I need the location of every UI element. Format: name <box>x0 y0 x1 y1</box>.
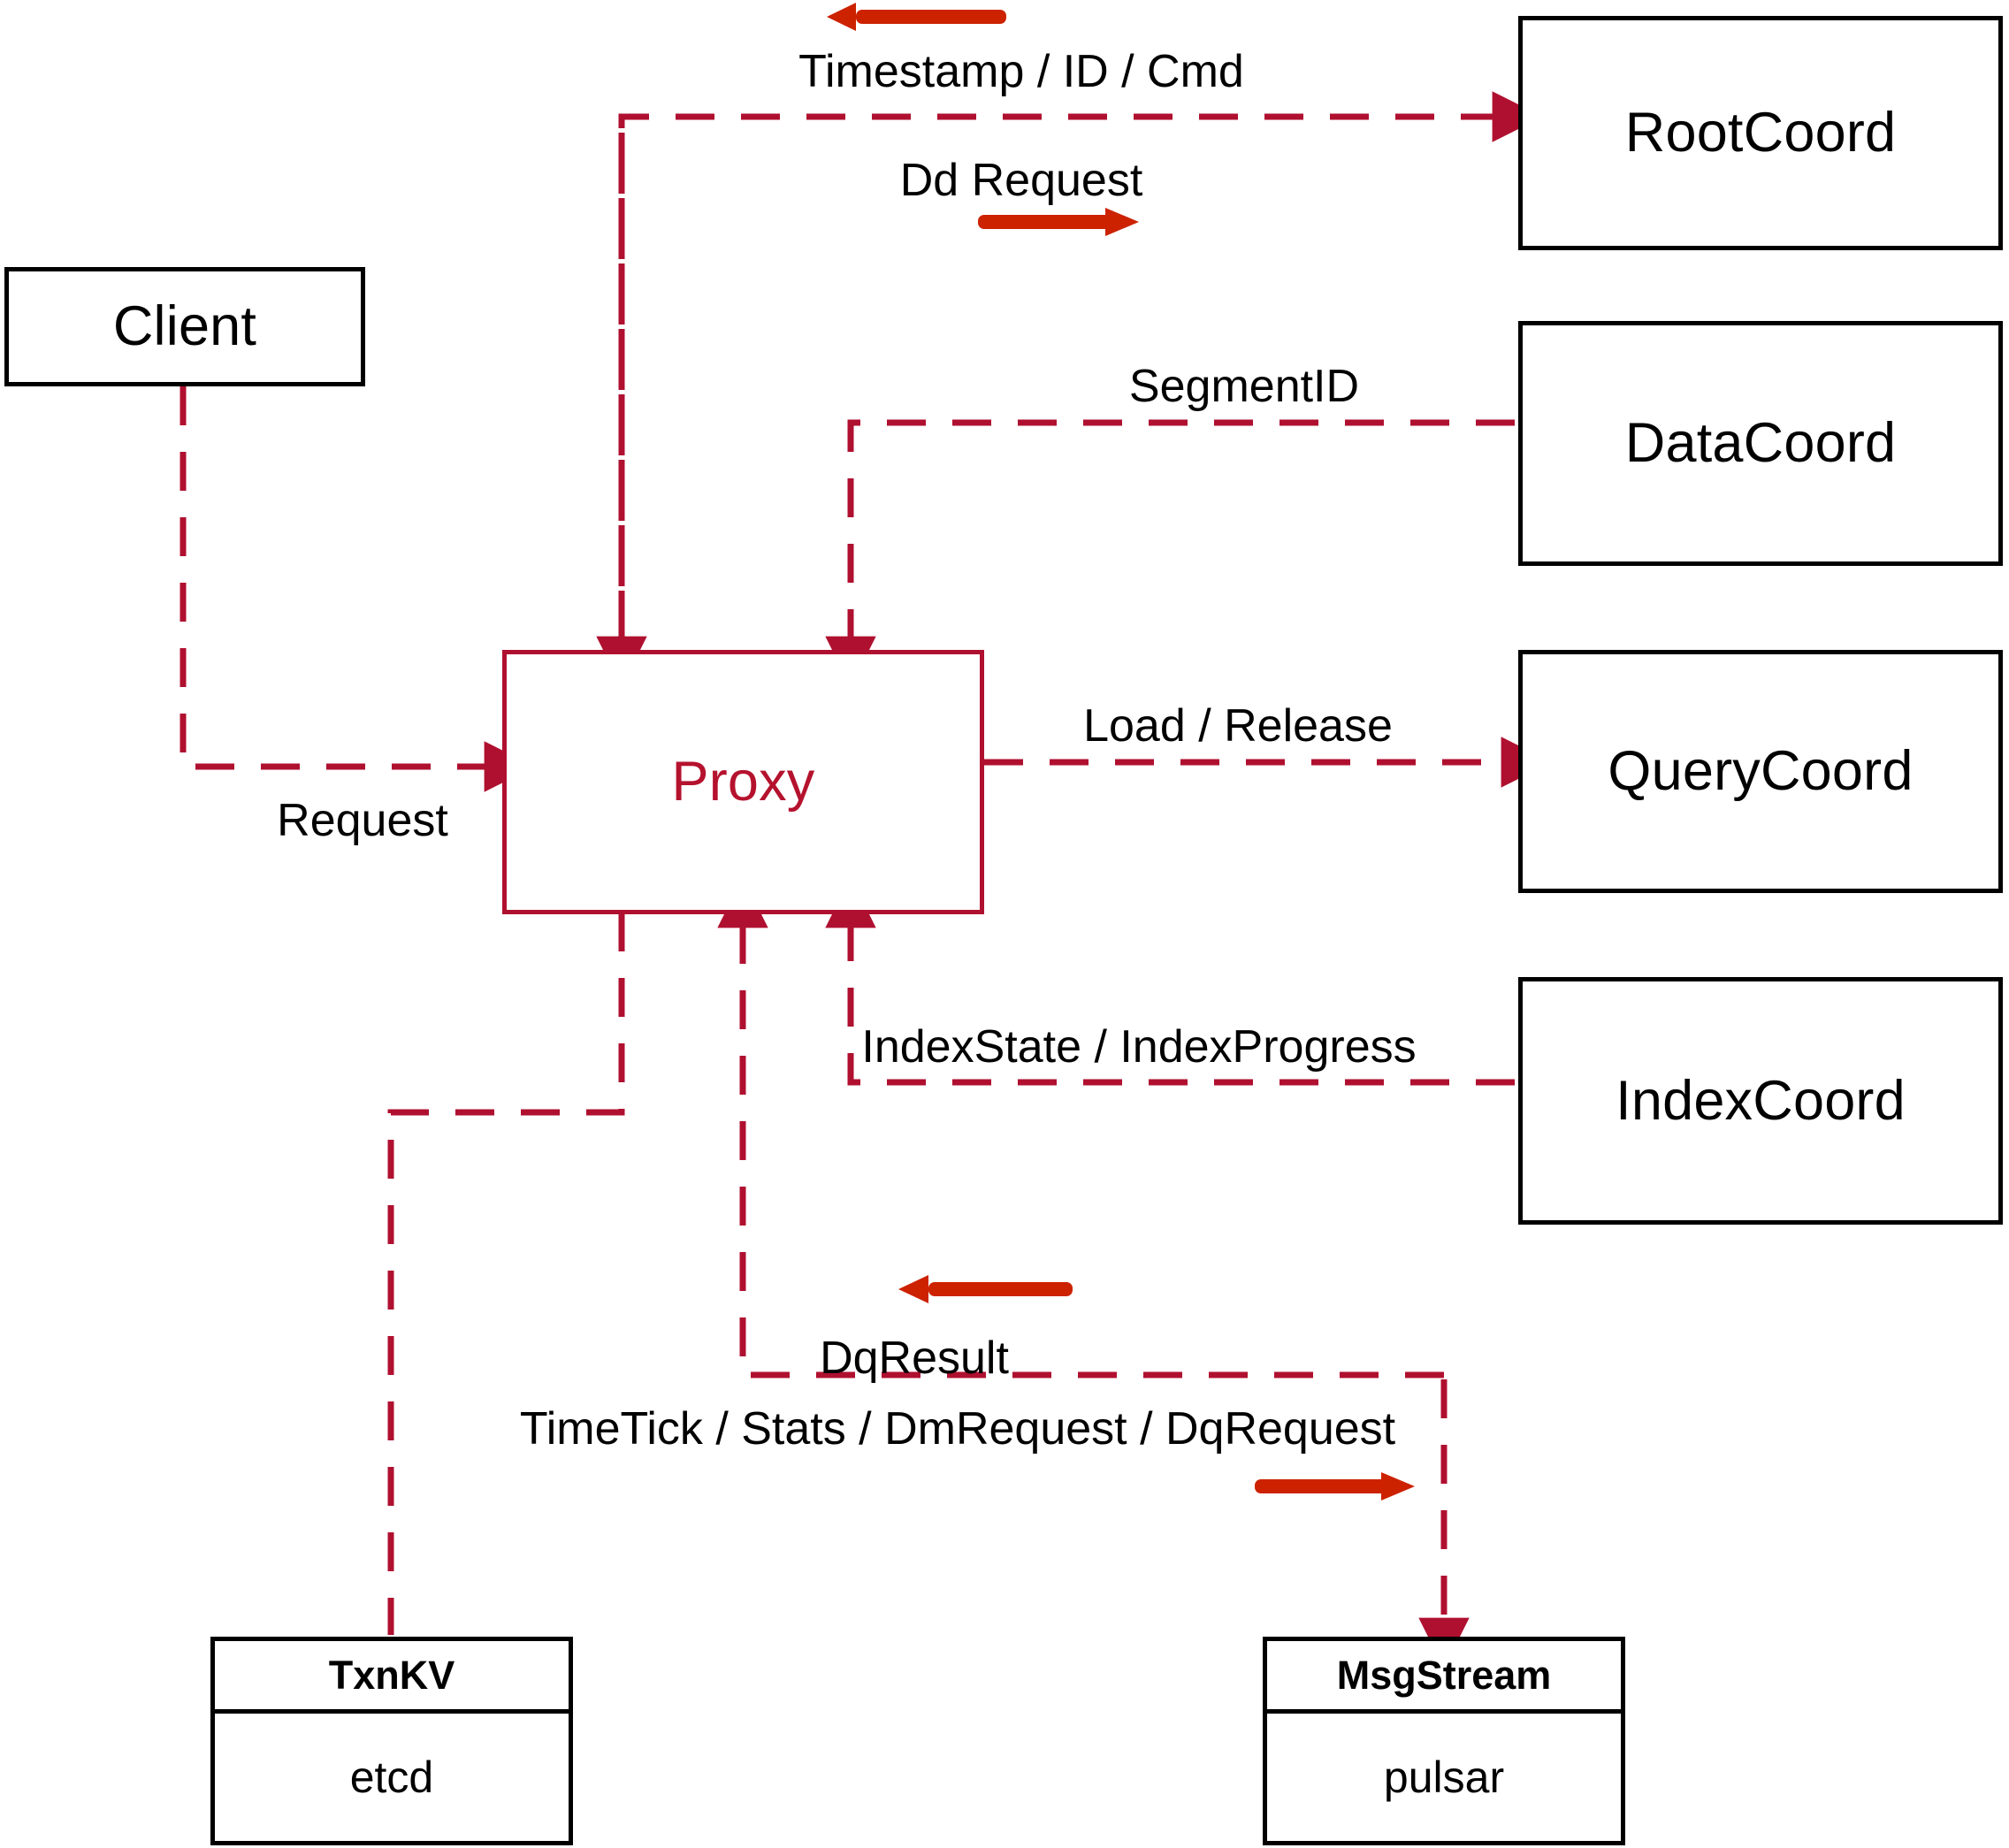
edge-label-load-release: Load / Release <box>1083 700 1393 752</box>
wire-msgstream-proxy <box>717 877 1444 1378</box>
node-client-label: Client <box>112 295 257 357</box>
node-indexcoord-label: IndexCoord <box>1616 1069 1906 1132</box>
node-querycoord-label: QueryCoord <box>1608 740 1914 802</box>
edge-label-request: Request <box>277 795 448 846</box>
edge-label-timetick-stats: TimeTick / Stats / DmRequest / DqRequest <box>519 1403 1396 1455</box>
node-rootcoord[interactable]: RootCoord <box>1518 16 2003 250</box>
node-rootcoord-label: RootCoord <box>1624 102 1897 164</box>
store-msgstream-header-label: MsgStream <box>1336 1652 1552 1698</box>
node-indexcoord[interactable]: IndexCoord <box>1518 977 2003 1225</box>
wire-client-proxy <box>180 386 535 792</box>
store-msgstream-body: pulsar <box>1267 1714 1621 1841</box>
arrow-right-icon-timetick <box>1255 1472 1415 1501</box>
store-txnkv[interactable]: TxnKV etcd <box>210 1637 573 1845</box>
edge-label-index-state-progress: IndexState / IndexProgress <box>861 1021 1417 1073</box>
wire-indexcoord-proxy <box>825 877 1515 1086</box>
wire-proxy-rootcoord <box>618 91 1543 652</box>
node-datacoord-label: DataCoord <box>1624 412 1897 474</box>
arrow-left-icon-dqresult <box>898 1275 1073 1303</box>
store-msgstream[interactable]: MsgStream pulsar <box>1263 1637 1625 1845</box>
store-msgstream-header: MsgStream <box>1267 1641 1621 1714</box>
node-proxy-label: Proxy <box>671 751 815 813</box>
store-msgstream-body-label: pulsar <box>1383 1753 1505 1802</box>
store-txnkv-header: TxnKV <box>215 1641 569 1714</box>
wire-proxy-txnkv <box>387 913 625 1635</box>
wire-datacoord-proxy <box>825 419 1515 687</box>
legend-arrow-group <box>827 3 1415 1501</box>
store-txnkv-body: etcd <box>215 1714 569 1841</box>
arrow-left-icon-timestamp <box>827 3 1006 31</box>
edge-label-timestamp-id-cmd: Timestamp / ID / Cmd <box>798 46 1244 97</box>
node-querycoord[interactable]: QueryCoord <box>1518 650 2003 893</box>
store-txnkv-body-label: etcd <box>349 1753 434 1802</box>
node-datacoord[interactable]: DataCoord <box>1518 321 2003 566</box>
node-client[interactable]: Client <box>4 267 365 386</box>
edge-label-dd-request: Dd Request <box>899 155 1143 206</box>
edge-label-dq-result: DqResult <box>820 1333 1009 1384</box>
node-proxy[interactable]: Proxy <box>502 650 984 914</box>
edge-label-segment-id: SegmentID <box>1128 361 1360 412</box>
store-txnkv-header-label: TxnKV <box>328 1652 455 1698</box>
arrow-right-icon-ddrequest <box>978 208 1139 236</box>
